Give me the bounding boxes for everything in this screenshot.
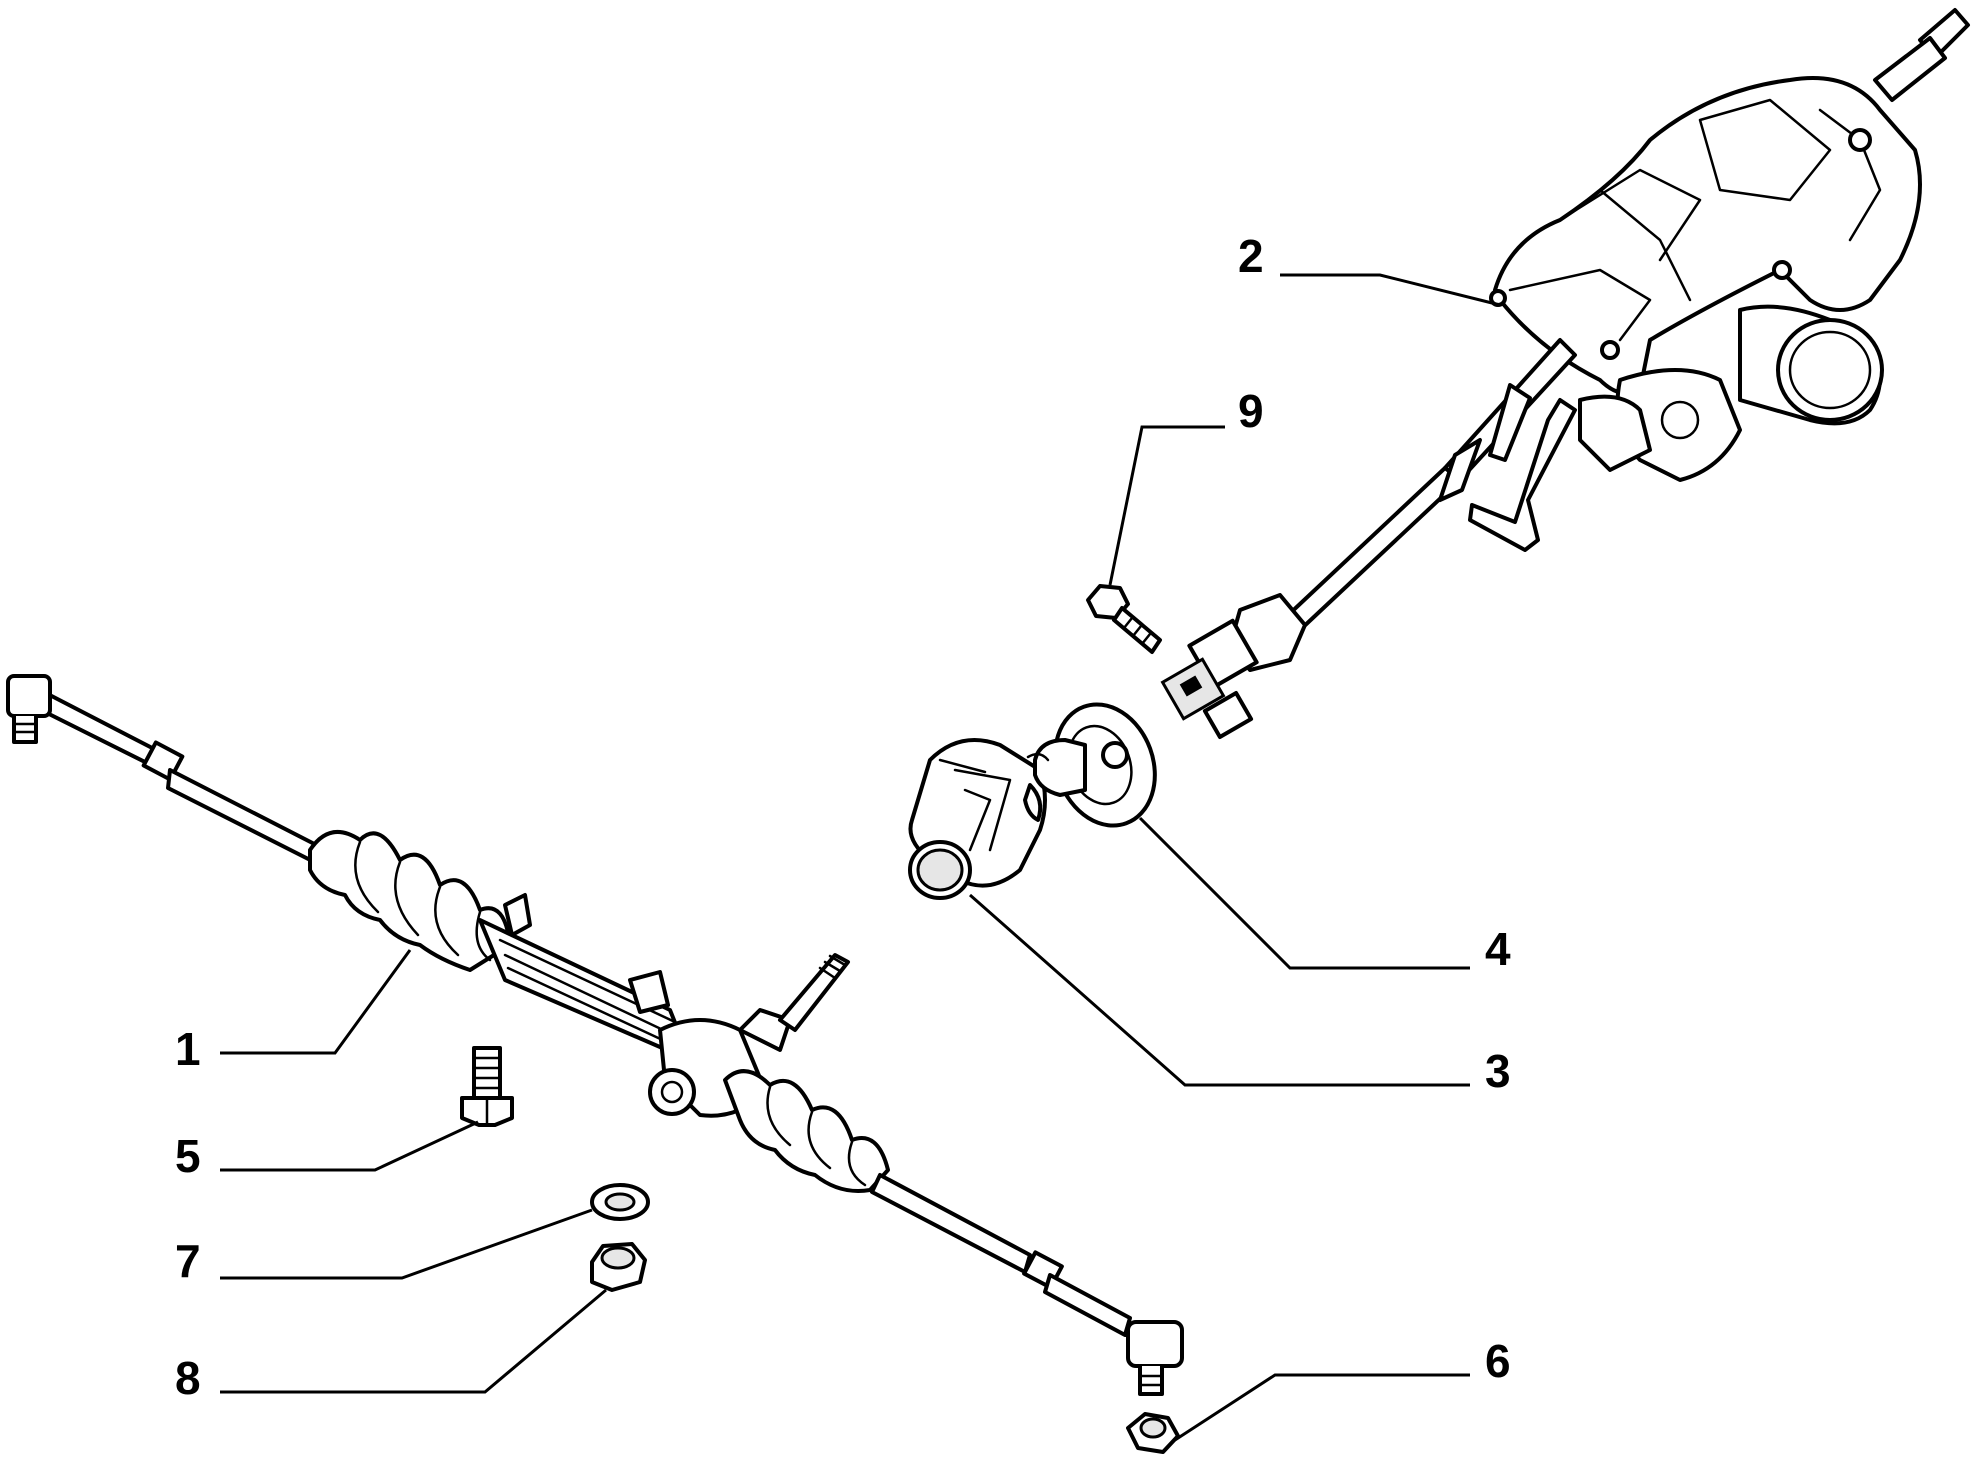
leader-line-5 [220,1120,479,1172]
tie-rod-nut-part [1126,1412,1180,1454]
washer-part [590,1183,650,1221]
steering-column-part [1160,8,1970,739]
leader-line-6 [1174,1373,1470,1442]
leader-line-4 [1138,816,1470,970]
seal-boot-part [1026,702,1157,828]
callout-1: 1 [175,1023,201,1075]
callout-7: 7 [175,1235,201,1287]
leader-line-3 [969,893,1470,1087]
leader-line-7 [220,1208,593,1280]
callout-9: 9 [1238,385,1264,437]
leader-line-1 [220,949,412,1055]
steering-rack-part [6,674,1184,1396]
leader-line-2 [1280,273,1501,307]
mounting-bolt-part [460,1046,514,1127]
joint-bolt-part [1086,584,1162,654]
flange-nut-part [590,1242,647,1292]
callout-2: 2 [1238,230,1264,282]
callout-3: 3 [1485,1045,1511,1097]
leader-line-8 [220,1288,607,1394]
callout-5: 5 [175,1130,201,1182]
dust-cover-part [908,738,1047,900]
callout-8: 8 [175,1352,201,1404]
callout-4: 4 [1485,923,1511,975]
leader-line-9 [1108,425,1225,586]
callout-6: 6 [1485,1335,1511,1387]
